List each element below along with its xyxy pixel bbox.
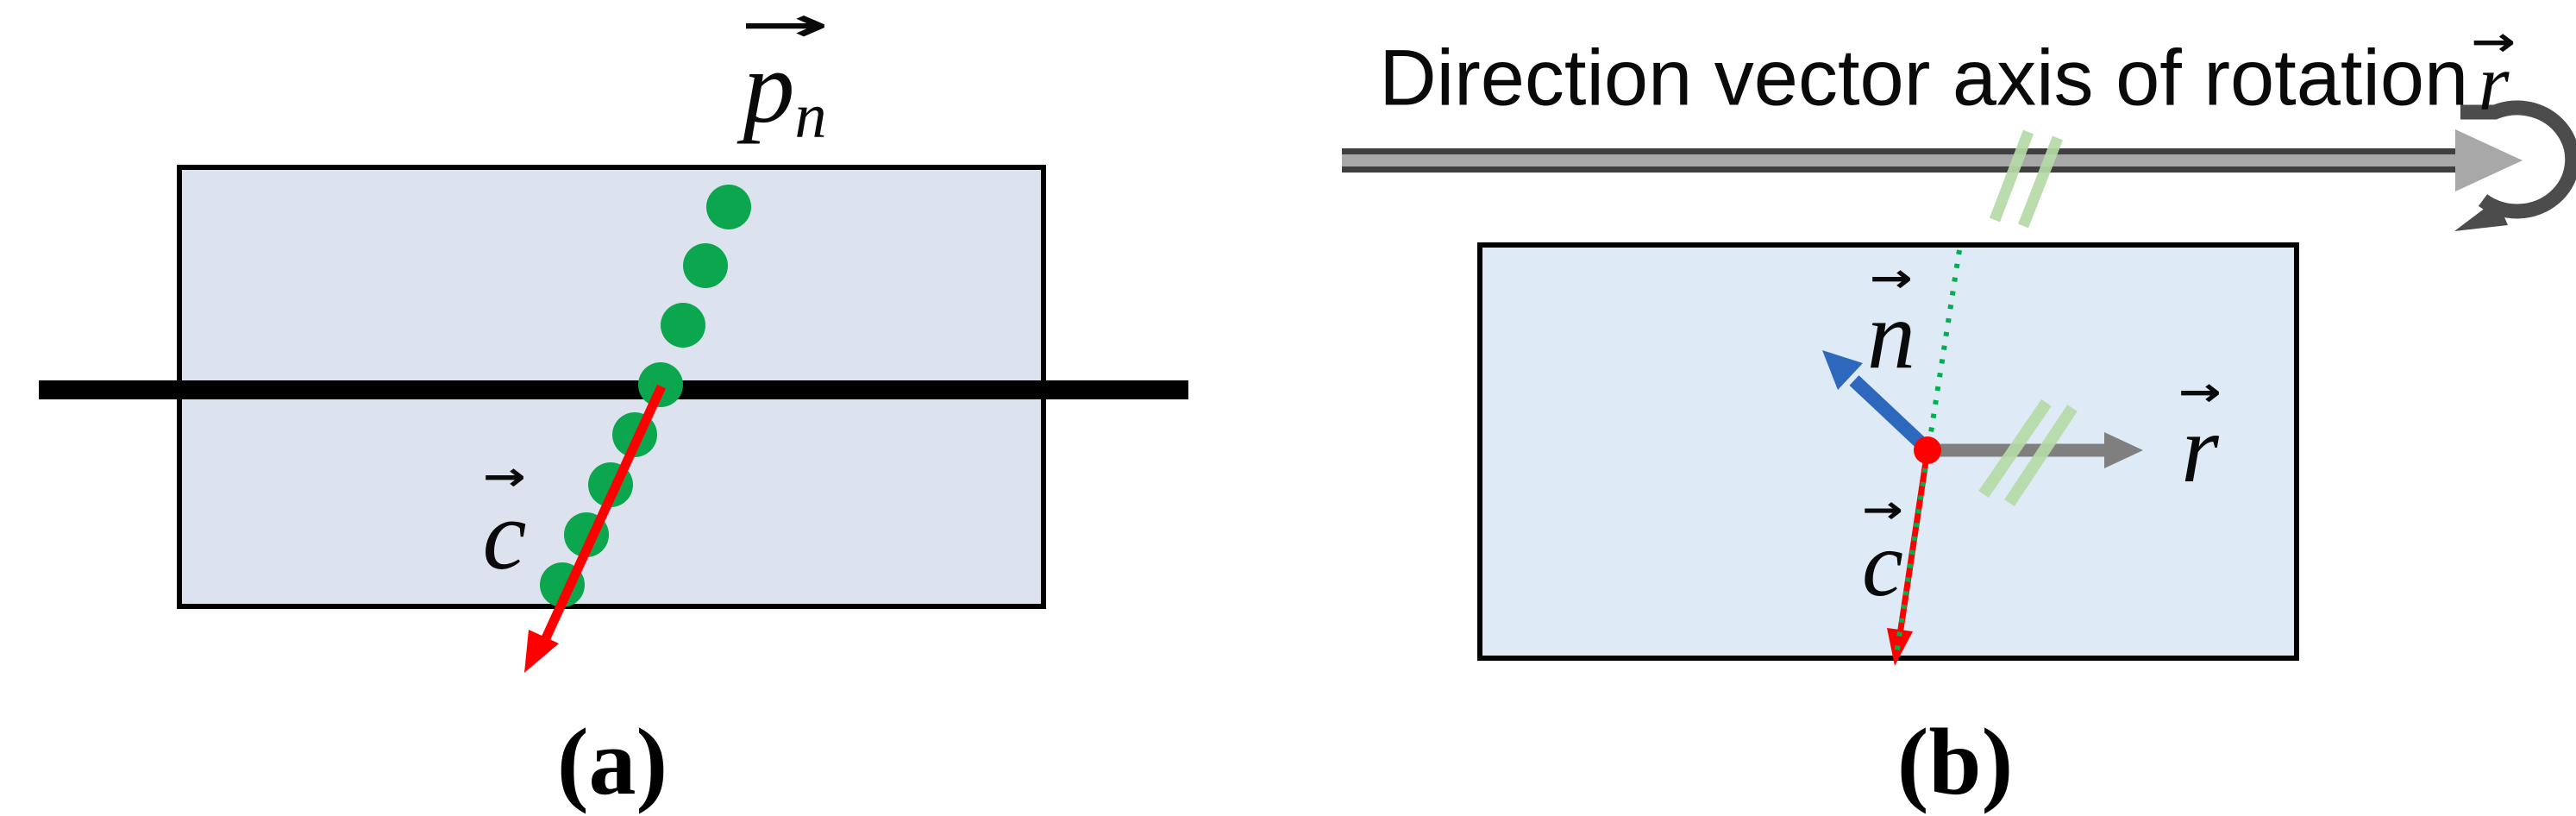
label-pn-base: p [743, 29, 795, 145]
rotation-axis-bar [1342, 129, 2523, 191]
label-c-a-letter: c [482, 480, 527, 590]
label-vector-r: → r [2161, 372, 2239, 497]
ray-arrowhead-a [524, 630, 559, 673]
trajectory-dot [706, 185, 751, 229]
trajectory-dot [683, 243, 728, 288]
vector-arrow-icon: → [1869, 254, 1914, 301]
ray-line-a [541, 384, 666, 643]
vector-arrow-icon: → [2471, 18, 2516, 65]
title-vector-r: →r [2471, 22, 2516, 123]
vector-arrow-icon: → [739, 0, 830, 52]
panel-b-title-text: Direction vector axis of rotation [1379, 34, 2469, 122]
rotation-direction-arrow-icon [2454, 100, 2576, 231]
parallel-mark [1989, 129, 2034, 223]
rotation-arrow-curve [2460, 100, 2576, 219]
glass-slab-b [1477, 242, 2299, 661]
parallel-mark [1978, 399, 2052, 498]
label-vector-n: → n [1852, 258, 1930, 383]
vector-arrow-icon: → [1862, 488, 1903, 532]
label-r-letter: r [2181, 395, 2219, 503]
label-pn-subscript: n [794, 81, 827, 153]
parallel-mark [2017, 135, 2064, 229]
panel-b [1342, 100, 2576, 666]
label-c-b-letter: c [1862, 513, 1903, 617]
parallel-marks-axis [1989, 129, 2064, 229]
trajectory-dot [661, 303, 705, 348]
vector-arrow-icon: → [482, 453, 527, 499]
axis-bar-arrowhead [2455, 129, 2523, 191]
label-vector-c-a: → c [466, 456, 543, 584]
normal-line [1849, 375, 1930, 452]
label-vector-pn: →pn [716, 1, 854, 148]
axis-bar-bottom-edge [1342, 166, 2455, 173]
ray-vector-c-a [524, 384, 666, 673]
axis-vector-arrowhead [2104, 432, 2143, 468]
rotation-arrowhead [2454, 199, 2508, 231]
axis-bar-top-edge [1342, 148, 2455, 154]
label-n-letter: n [1867, 281, 1915, 389]
vector-arrow-icon: → [2178, 368, 2222, 415]
ray-line-b [1896, 449, 1931, 636]
refraction-origin-dot [1914, 436, 1941, 464]
parallel-mark [2004, 405, 2078, 506]
trajectory-dot [638, 362, 683, 407]
panel-a [39, 165, 1188, 673]
panel-b-title: Direction vector axis of rotation→r [1332, 22, 2557, 123]
normal-arrowhead [1822, 350, 1863, 390]
parallel-marks-r [1978, 399, 2078, 506]
caption-panel-b: (b) [1896, 709, 2014, 814]
title-vector-r-letter: r [2478, 39, 2510, 128]
label-vector-c-b: → c [1844, 491, 1921, 612]
normal-vector-n [1822, 350, 1930, 452]
caption-panel-a: (a) [556, 709, 668, 814]
axis-bar-body [1342, 154, 2455, 166]
